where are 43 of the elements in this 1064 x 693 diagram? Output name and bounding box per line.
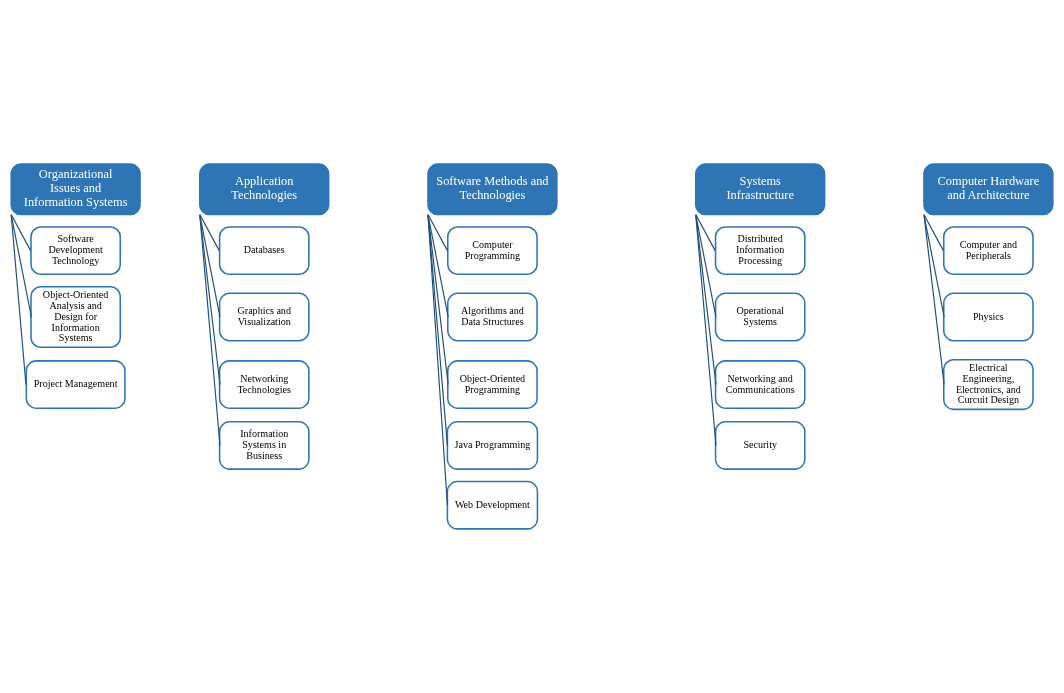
node-box: Distributed Information Processing: [714, 226, 806, 276]
node-box: Java Programming: [446, 421, 539, 470]
connector: [695, 214, 717, 447]
connector: [695, 214, 717, 318]
connector: [695, 214, 717, 386]
node-box: Organizational Issues and Information Systems: [10, 163, 141, 216]
connector: [427, 213, 448, 252]
connector: [199, 214, 221, 447]
connector: [923, 213, 944, 252]
node-box: Computer Programming: [447, 226, 538, 276]
node-box: Systems Infrastructure: [695, 163, 826, 216]
node-box: Networking Technologies: [218, 360, 310, 409]
node-box: Application Technologies: [199, 163, 330, 216]
node-box: Object-Oriented Analysis and Design for Information Systems: [30, 285, 122, 349]
connector: [923, 214, 945, 318]
node-box: Project Management: [25, 360, 126, 409]
node-box: Graphics and Visualization: [218, 292, 310, 342]
node-box: Databases: [218, 226, 310, 276]
connector: [923, 214, 945, 386]
node-box: Electrical Engineering, Electronics, and Curcuit Design: [942, 358, 1034, 411]
node-box: Operational Systems: [714, 292, 806, 342]
node-box: Computer and Peripherals: [942, 226, 1034, 276]
node-box: Security: [714, 421, 806, 470]
connector: [10, 213, 32, 252]
node-box: Object-Oriented Programming: [447, 360, 538, 409]
connector: [10, 214, 27, 386]
node-box: Web Development: [446, 480, 539, 530]
node-box: Physics: [942, 292, 1034, 342]
connector: [695, 213, 716, 252]
connector: [10, 214, 32, 318]
connector: [199, 214, 221, 386]
node-box: Information Systems in Business: [218, 421, 310, 470]
node-box: Networking and Communications: [714, 360, 806, 409]
connector: [427, 214, 448, 447]
node-box: Computer Hardware and Architecture: [923, 163, 1054, 216]
node-box: Software Development Technology: [30, 226, 122, 276]
connector: [199, 213, 220, 252]
connector: [427, 214, 448, 506]
connector: [199, 214, 221, 318]
node-box: Algorithms and Data Structures: [447, 292, 538, 342]
connector: [427, 214, 449, 386]
connector: [427, 214, 449, 318]
node-box: Software Methods and Technologies: [427, 163, 558, 216]
